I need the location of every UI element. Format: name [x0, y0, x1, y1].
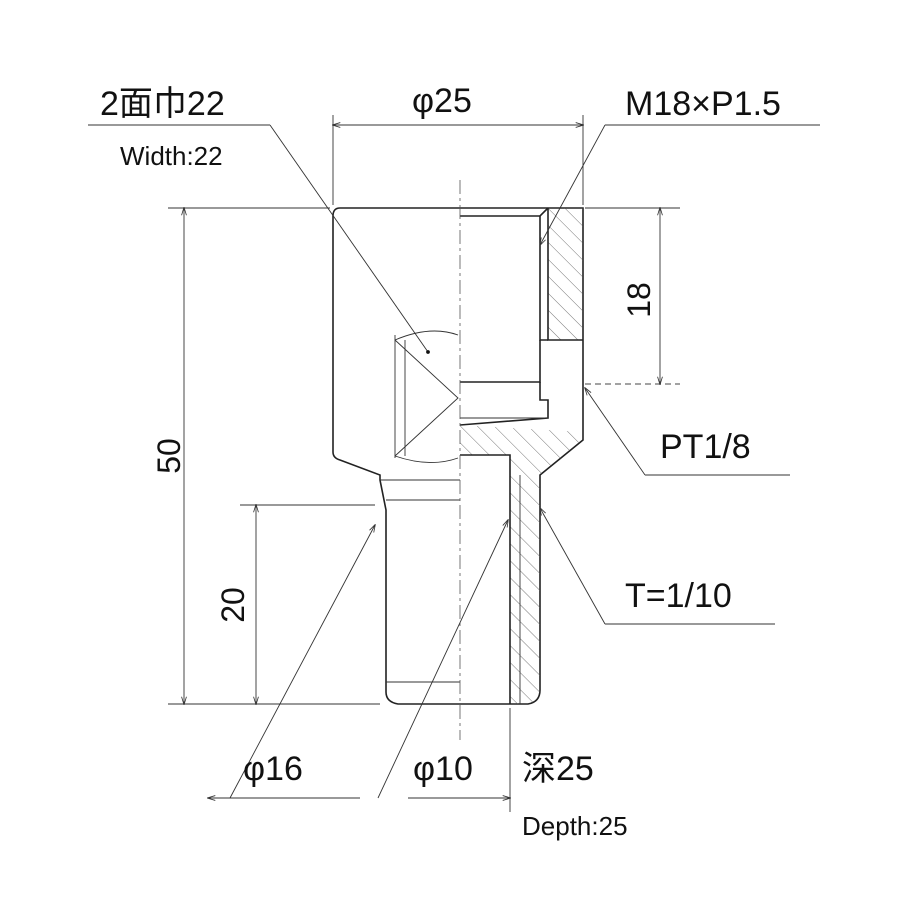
- bore-diameter-label: φ10: [413, 750, 473, 788]
- dim-thread-depth: [585, 208, 680, 384]
- thread-depth-label: 18: [621, 282, 657, 318]
- dim-taper-length: [240, 505, 375, 704]
- section-hatching: [460, 208, 583, 704]
- dim-bore-diameter: [377, 520, 510, 812]
- taper-length-label: 20: [215, 587, 251, 623]
- outer-diameter-label: φ25: [412, 82, 472, 120]
- bore-depth-label-jp: 深25: [522, 750, 594, 788]
- taper-label: T=1/10: [625, 577, 732, 615]
- width-label-jp: 2面巾22: [100, 85, 225, 123]
- dim-taper-diameter: [208, 525, 375, 798]
- dim-outer-diameter: [333, 115, 583, 205]
- overall-length-label: 50: [151, 438, 187, 474]
- internal-bore: [459, 207, 583, 704]
- width-label-en: Width:22: [120, 141, 223, 171]
- thread-label: M18×P1.5: [625, 85, 781, 123]
- pipe-thread-label: PT1/8: [660, 428, 751, 466]
- dim-overall-length: [168, 208, 380, 704]
- bore-depth-label-en: Depth:25: [522, 811, 628, 841]
- taper-diameter-label: φ16: [243, 750, 303, 788]
